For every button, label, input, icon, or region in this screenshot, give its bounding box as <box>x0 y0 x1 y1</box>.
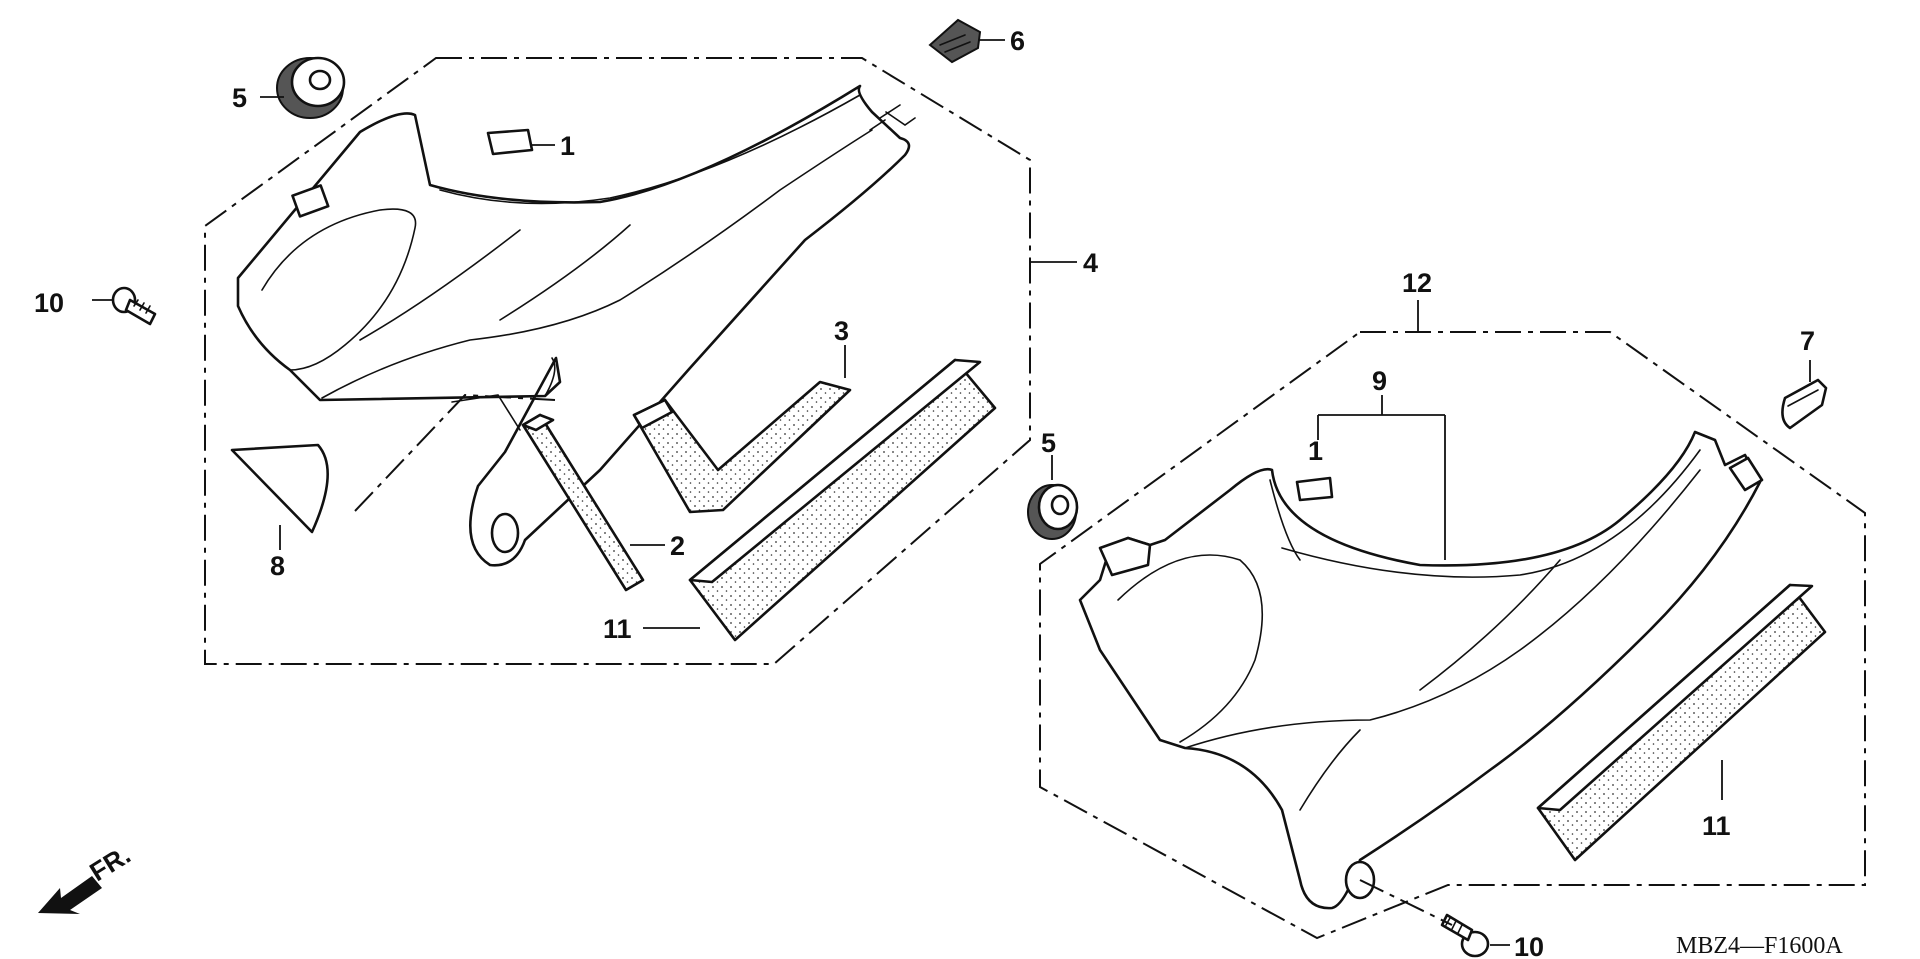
callout-11-left: 11 <box>603 614 632 644</box>
callout-10-left: 10 <box>34 288 64 318</box>
part-7-clip <box>1781 378 1828 430</box>
callout-7: 7 <box>1800 326 1815 356</box>
left-assembly-boundary <box>204 57 1031 665</box>
left-part-11-foam-block <box>688 358 997 642</box>
callout-1-left: 1 <box>560 131 575 161</box>
part-8-pad <box>230 443 329 534</box>
right-part-11-foam-block <box>1536 583 1827 862</box>
left-part-5-grommet <box>276 56 346 119</box>
callout-3: 3 <box>834 316 849 346</box>
right-side-cover <box>1078 430 1764 910</box>
part-3-bent-foam <box>632 380 852 514</box>
callout-10-right: 10 <box>1514 932 1544 959</box>
right-assembly-boundary <box>1039 331 1866 940</box>
callout-2: 2 <box>670 531 685 561</box>
right-part-5-grommet <box>1027 483 1079 540</box>
part-6-clip <box>928 18 982 64</box>
diagram-code: MBZ4—F1600A <box>1676 933 1843 959</box>
right-part-1-pad <box>1295 476 1334 502</box>
callout-5-left: 5 <box>232 83 247 113</box>
left-side-cover <box>236 84 916 567</box>
right-part-10-screw <box>1440 913 1490 958</box>
front-arrow-icon <box>38 876 102 914</box>
left-linkage-line <box>354 393 556 512</box>
callout-8: 8 <box>270 551 285 581</box>
part-2-foam-strip <box>521 413 645 592</box>
callout-11-right: 11 <box>1702 811 1731 841</box>
callout-9: 9 <box>1372 366 1387 396</box>
right-assembly-group <box>1027 331 1866 958</box>
leader-lines <box>92 39 1811 946</box>
left-part-10-screw <box>111 286 157 326</box>
callout-1-right: 1 <box>1308 436 1323 466</box>
right-linkage-line <box>1359 879 1453 926</box>
callout-labels: 1 2 3 4 5 5 6 7 8 9 1 10 10 11 11 12 <box>34 26 1815 959</box>
callout-5-right: 5 <box>1041 428 1056 458</box>
left-assembly-group <box>111 18 1031 665</box>
callout-6: 6 <box>1010 26 1025 56</box>
left-part-1-pad <box>486 128 534 156</box>
front-direction-indicator: FR. <box>38 839 136 914</box>
callout-4: 4 <box>1083 248 1098 278</box>
callout-12: 12 <box>1402 268 1432 298</box>
